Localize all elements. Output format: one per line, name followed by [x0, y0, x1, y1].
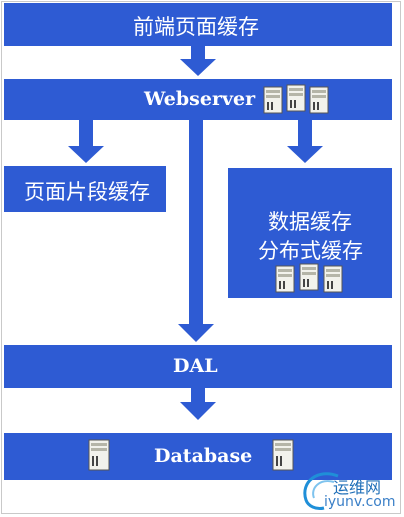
server-icon — [275, 265, 295, 293]
arrow-shaft — [79, 120, 93, 146]
server-icon — [88, 439, 110, 471]
arrow-shaft — [189, 120, 203, 324]
arrow-shaft — [191, 388, 205, 402]
down-arrow-icon — [180, 59, 216, 76]
webserver-label: Webserver — [144, 88, 256, 110]
server-icon — [299, 263, 319, 291]
database-label: Database — [154, 445, 253, 467]
data-cache-label: 数据缓存 — [268, 210, 352, 234]
watermark-swoosh-icon — [303, 472, 339, 510]
arrow-shaft — [298, 120, 312, 146]
server-icon — [272, 439, 294, 471]
dal-box: DAL — [4, 345, 392, 388]
watermark-brand-url: iyunv.com — [324, 494, 396, 510]
down-arrow-icon — [180, 402, 216, 420]
down-arrow-icon — [178, 324, 214, 342]
server-icon — [309, 86, 329, 114]
arrow-shaft — [191, 46, 205, 59]
webserver-box: Webserver — [4, 79, 392, 120]
watermark-brand-cn: 运维网 — [333, 478, 382, 497]
server-icon — [323, 265, 343, 293]
frontend-cache-label: 前端页面缓存 — [133, 15, 259, 39]
server-icon — [286, 84, 306, 112]
frontend-cache-box: 前端页面缓存 — [4, 3, 392, 46]
fragment-cache-label: 页面片段缓存 — [24, 180, 150, 204]
server-icon — [263, 86, 283, 114]
dal-label: DAL — [173, 355, 218, 377]
down-arrow-icon — [68, 146, 104, 163]
down-arrow-icon — [287, 146, 323, 163]
fragment-cache-box: 页面片段缓存 — [4, 166, 166, 212]
distributed-cache-label: 分布式缓存 — [258, 239, 363, 263]
